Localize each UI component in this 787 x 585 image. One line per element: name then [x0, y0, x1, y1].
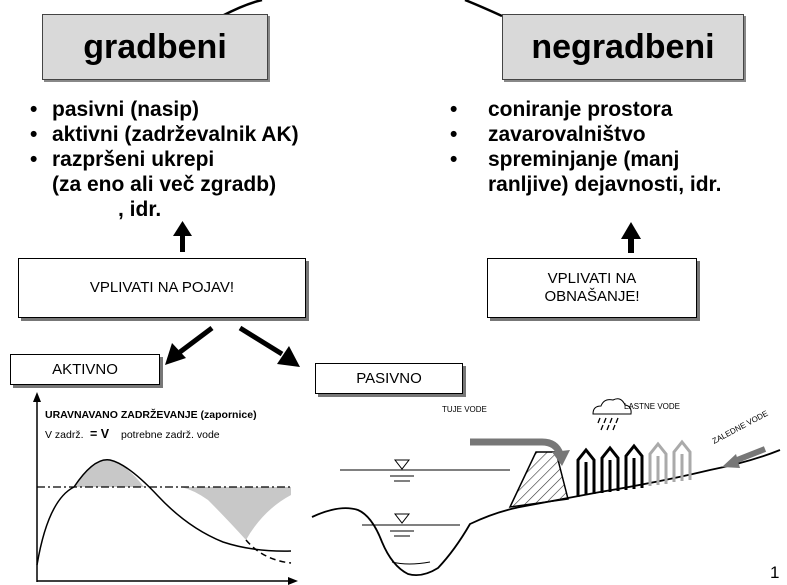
influence-behaviour-line1: VPLIVATI NA [547, 270, 637, 287]
foreign-water-label: TUJE VODE [442, 405, 487, 414]
list-item: ranljive) dejavnosti, idr. [488, 173, 722, 196]
y-axis-arrowhead [33, 392, 41, 402]
active-retention-chart: URAVNAVANO ZADRŽEVANJE (zapornice) V zad… [33, 392, 298, 585]
arrow-to-aktivno [165, 326, 214, 365]
houses-dark [576, 443, 644, 497]
own-water-label: LASTNE VODE [624, 402, 680, 411]
formula-left: V zadrž. [45, 429, 84, 441]
arrow-to-pasivno [238, 325, 300, 367]
structural-title-box: gradbeni [42, 14, 268, 80]
inflow-hydrograph [36, 459, 292, 566]
structural-list: •pasivni (nasip) •aktivni (zadrževalnik … [30, 97, 299, 222]
influence-event-text: VPLIVATI NA POJAV! [89, 279, 235, 296]
list-item: , idr. [118, 198, 162, 221]
list-item: •razpršeni ukrepi [30, 148, 215, 171]
low-water-marker [393, 513, 411, 524]
list-item: •zavarovalništvo [450, 123, 646, 146]
high-water-marker [393, 459, 411, 470]
up-arrow-right [621, 222, 641, 253]
up-arrow-left [173, 221, 192, 252]
active-label: AKTIVNO [52, 361, 118, 378]
active-label-box: AKTIVNO [10, 354, 160, 385]
rain-cloud-icon [592, 398, 632, 431]
list-item: •spreminjanje (manj [450, 148, 680, 171]
hinterland-water-label: ZALEDNE VODE [711, 409, 770, 446]
regulated-outflow [245, 539, 292, 564]
formula-right: potrebne zadrž. vode [121, 429, 220, 441]
passive-label-box: PASIVNO [315, 363, 463, 394]
formula-eq: = V [90, 427, 110, 441]
influence-behaviour-box: VPLIVATI NA OBNAŠANJE! [487, 258, 697, 318]
houses-light [648, 439, 692, 486]
influence-behaviour-line2: OBNAŠANJE! [544, 288, 640, 305]
nonstructural-list: •coniranje prostora •zavarovalništvo •sp… [450, 97, 721, 197]
influence-event-box: VPLIVATI NA POJAV! [18, 258, 306, 318]
x-axis-arrowhead [288, 577, 298, 585]
list-item: •aktivni (zadrževalnik AK) [30, 123, 299, 146]
passive-label: PASIVNO [356, 370, 422, 387]
structural-title: gradbeni [83, 27, 227, 66]
nonstructural-title-box: negradbeni [502, 14, 744, 80]
list-item: •coniranje prostora [450, 98, 673, 121]
nonstructural-title: negradbeni [531, 27, 715, 66]
page-number: 1 [770, 563, 780, 582]
release-volume [181, 487, 291, 540]
list-item: •pasivni (nasip) [30, 98, 200, 121]
passive-protection-diagram: TUJE VODE LASTNE VODE ZALEDNE VODE [311, 398, 781, 577]
active-chart-title: URAVNAVANO ZADRŽEVANJE (zapornice) [45, 408, 257, 421]
list-item: (za eno ali več zgradb) [52, 173, 277, 196]
